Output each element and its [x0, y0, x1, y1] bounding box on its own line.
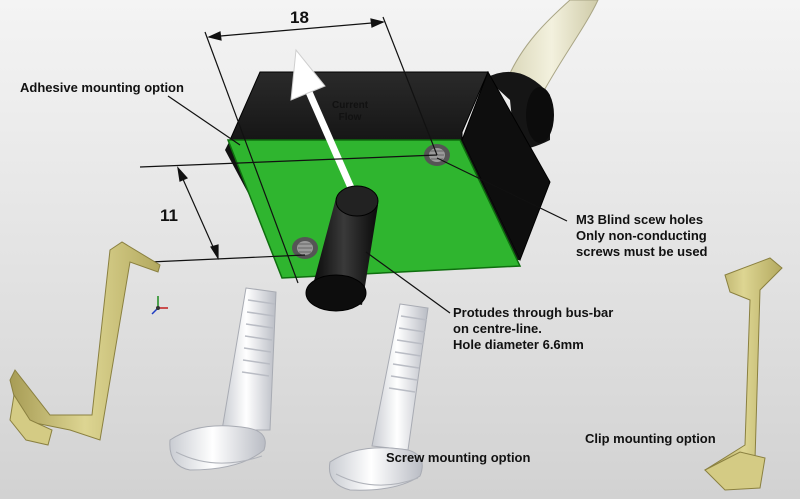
blind-holes-label: M3 Blind scew holes Only non-conducting …	[576, 212, 708, 259]
cable-boot	[486, 71, 554, 150]
protrudes-label: Protudes through bus-bar on centre-line.…	[453, 305, 614, 352]
dimension-width-label: 18	[290, 8, 309, 27]
cable	[504, 0, 599, 99]
screw-mounting-label: Screw mounting option	[386, 450, 531, 465]
clip-right	[704, 257, 783, 491]
dimension-height-label: 11	[160, 206, 178, 225]
blind-screw-hole-lower	[292, 237, 318, 259]
clip-left	[9, 241, 161, 446]
current-flow-label: Current Flow	[332, 100, 369, 123]
screw-left	[169, 287, 277, 471]
adhesive-mounting-label: Adhesive mounting option	[20, 80, 184, 95]
callout-leaders	[167, 95, 568, 314]
clip-mounting-label: Clip mounting option	[585, 431, 716, 446]
current-flow-arrow	[290, 48, 356, 192]
screw-right	[328, 303, 429, 491]
dimension-lines	[139, 16, 438, 284]
axis-triad-icon	[151, 296, 168, 315]
busbar-post	[305, 185, 379, 312]
